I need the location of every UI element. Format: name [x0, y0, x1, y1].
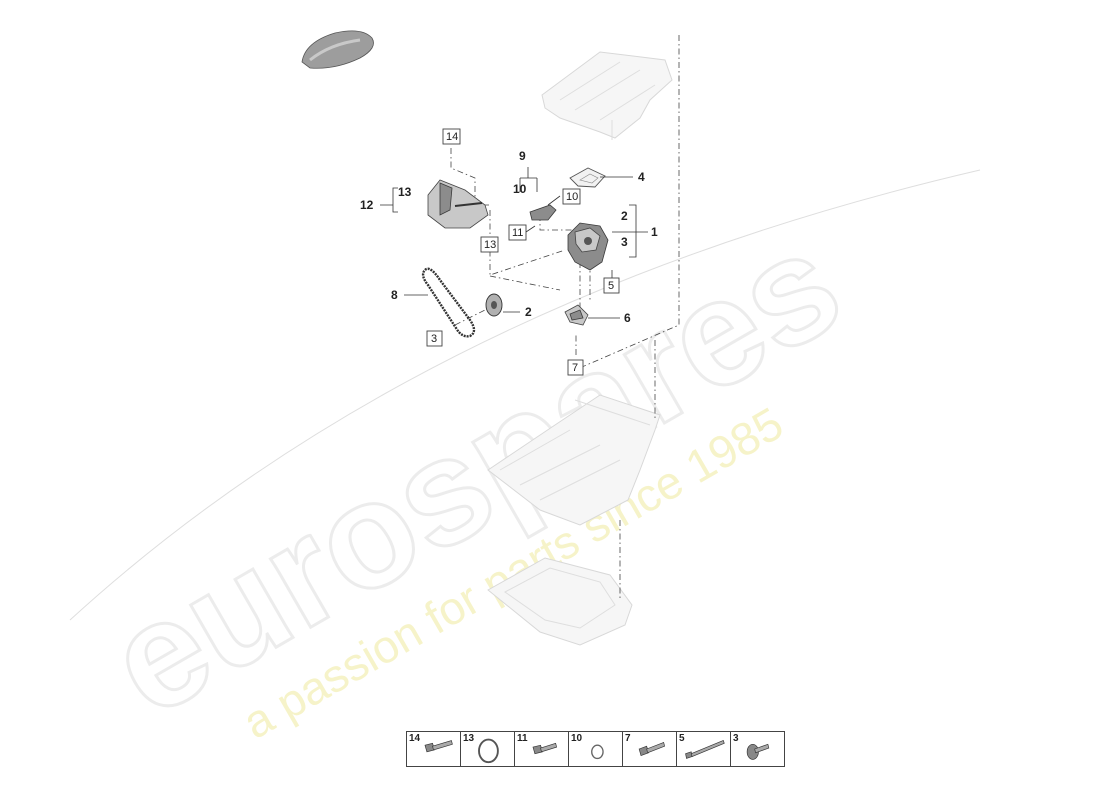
box-ref-5: 5 — [608, 280, 614, 292]
flange-bolt-icon — [746, 743, 770, 760]
o-ring-large-icon — [478, 738, 499, 764]
centerlines — [450, 35, 680, 600]
legend-label: 7 — [625, 733, 631, 744]
bolt-icon — [638, 741, 666, 757]
callout-9: 9 — [519, 149, 526, 163]
box-ref-7: 7 — [572, 362, 578, 374]
legend-cell-7[interactable]: 7 — [623, 732, 677, 766]
legend-cell-11[interactable]: 11 — [515, 732, 569, 766]
o-ring-small-icon — [591, 744, 604, 760]
legend-label: 5 — [679, 733, 685, 744]
ghost-upper-housing — [541, 51, 673, 140]
oil-pump-part[interactable] — [567, 222, 609, 271]
callout-4: 4 — [638, 170, 645, 184]
legend-label: 3 — [733, 733, 739, 744]
legend-cell-10[interactable]: 10 — [569, 732, 623, 766]
sprocket-part[interactable] — [485, 293, 503, 317]
box-ref-13: 13 — [484, 239, 496, 251]
legend-cell-13[interactable]: 13 — [461, 732, 515, 766]
box-ref-10: 10 — [566, 191, 578, 203]
callout-6: 6 — [624, 311, 631, 325]
legend-cell-3[interactable]: 3 — [731, 732, 784, 766]
legend-cell-5[interactable]: 5 — [677, 732, 731, 766]
callout-numbers: 1 2 3 4 2 6 8 9 10 12 13 — [360, 149, 658, 325]
long-thin-bolt-icon — [685, 740, 725, 759]
callout-13: 13 — [398, 185, 412, 199]
boxed-references: 14 10 11 13 5 3 7 — [426, 128, 620, 376]
legend-label: 13 — [463, 733, 475, 744]
callout-1: 1 — [651, 225, 658, 239]
ghost-oil-pan-upper — [487, 394, 661, 526]
oil-pickup-part[interactable] — [564, 304, 589, 326]
callout-2-wheel: 2 — [525, 305, 532, 319]
gasket-part[interactable] — [569, 167, 606, 188]
leader-lines — [380, 167, 648, 319]
long-bolt-icon — [424, 740, 453, 753]
callout-12: 12 — [360, 198, 374, 212]
callout-8: 8 — [391, 288, 398, 302]
callout-3-top: 3 — [621, 235, 628, 249]
legend-label: 10 — [571, 733, 583, 744]
fastener-legend: 14 13 11 10 7 5 — [406, 731, 785, 767]
car-silhouette-icon — [301, 30, 374, 69]
drive-chain-part[interactable] — [421, 267, 476, 338]
legend-cell-14[interactable]: 14 — [407, 732, 461, 766]
oil-pump-cover-part[interactable] — [427, 179, 489, 229]
callout-2-top: 2 — [621, 209, 628, 223]
box-ref-3: 3 — [431, 333, 437, 345]
box-ref-14: 14 — [446, 131, 458, 143]
sensor-part[interactable] — [529, 204, 557, 221]
bolt-icon — [532, 742, 558, 755]
box-ref-11: 11 — [512, 227, 523, 239]
ghost-oil-pan-lower — [487, 557, 633, 646]
legend-label: 14 — [409, 733, 421, 744]
callout-10: 10 — [513, 182, 527, 196]
legend-label: 11 — [517, 733, 528, 744]
watermark-brand: eurospares — [82, 198, 866, 748]
